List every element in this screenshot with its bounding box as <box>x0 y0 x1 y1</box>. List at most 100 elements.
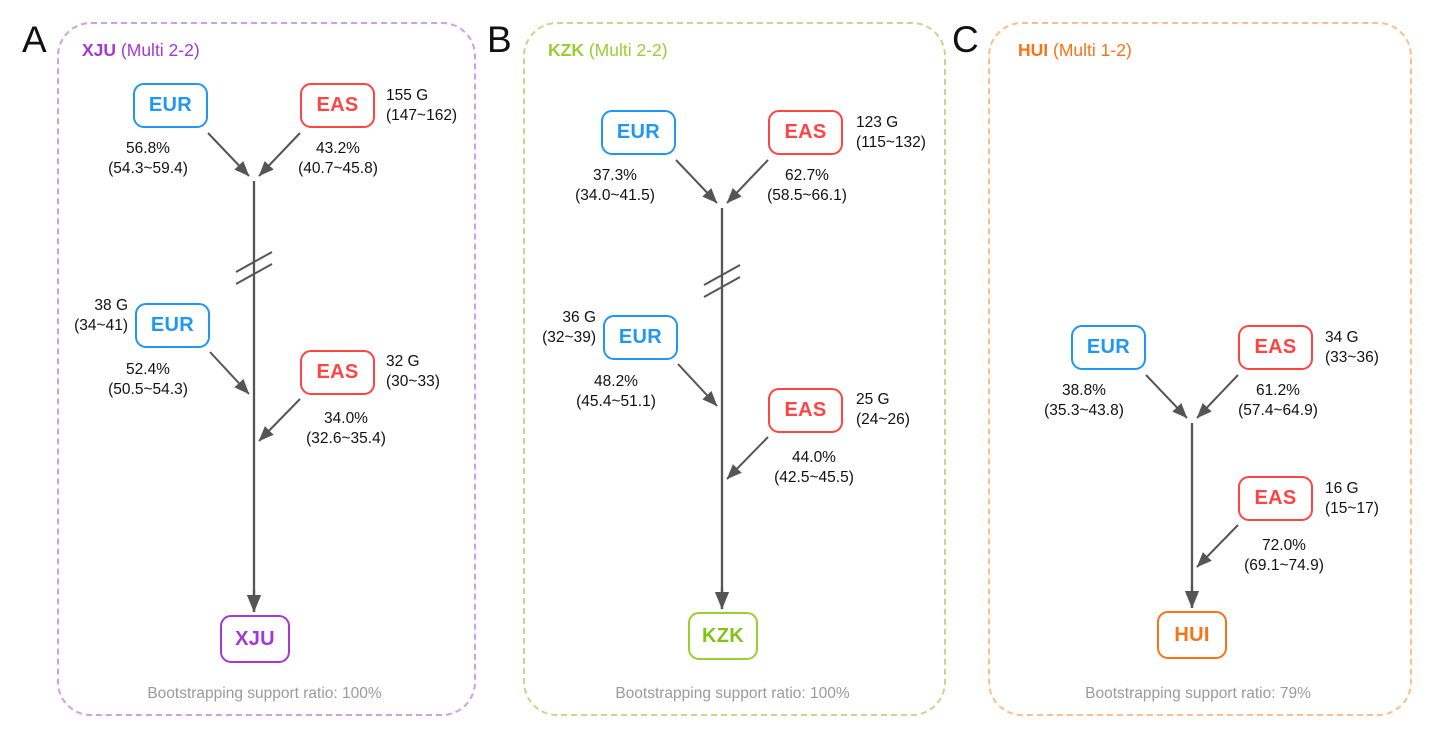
gen-value: 32 G <box>386 353 420 370</box>
gen-ci: (32~39) <box>542 328 596 346</box>
prop-value: 37.3% <box>593 167 637 184</box>
node-label: EAS <box>1254 336 1297 358</box>
panel-c-prop-eas-mid: 72.0% (69.1~74.9) <box>1222 536 1346 576</box>
node-label: EAS <box>316 361 359 383</box>
panel-c-node-eas-mid[interactable]: EAS <box>1238 476 1313 521</box>
panel-c-prop-eas-top: 61.2% (57.4~64.9) <box>1216 381 1340 421</box>
node-label: EUR <box>148 94 193 116</box>
panel-c-footer: Bootstrapping support ratio: 79% <box>1085 685 1311 702</box>
node-label: EAS <box>784 121 827 143</box>
panel-b-title: KZK (Multi 2-2) <box>548 40 668 61</box>
prop-ci: (40.7~45.8) <box>298 159 378 177</box>
gen-value: 34 G <box>1325 329 1359 346</box>
gen-value: 36 G <box>562 309 596 326</box>
panel-a-prop-eur-mid: 52.4% (50.5~54.3) <box>86 360 210 400</box>
panel-c-title: HUI (Multi 1-2) <box>1018 40 1132 61</box>
panel-b-gen-eas-mid: 25 G (24~26) <box>856 390 910 430</box>
panel-a-letter: A <box>22 19 47 60</box>
panel-b-node-eur-mid[interactable]: EUR <box>603 315 678 360</box>
panel-a-prop-eur-top: 56.8% (54.3~59.4) <box>88 139 208 179</box>
prop-ci: (42.5~45.5) <box>774 468 854 486</box>
panel-b <box>523 22 946 716</box>
panel-a-footer: Bootstrapping support ratio: 100% <box>147 685 382 702</box>
panel-a-prop-eas-mid: 34.0% (32.6~35.4) <box>284 409 408 449</box>
gen-ci: (34~41) <box>74 316 128 334</box>
panel-b-node-eas-top[interactable]: EAS <box>768 110 843 155</box>
gen-value: 38 G <box>94 297 128 314</box>
panel-b-model: (Multi 2-2) <box>588 40 668 60</box>
panel-a-gen-eas-mid: 32 G (30~33) <box>386 352 440 392</box>
panel-a-gen-eas-top: 155 G (147~162) <box>386 86 457 126</box>
panel-a-target-code: XJU <box>82 40 117 60</box>
prop-ci: (57.4~64.9) <box>1238 401 1318 419</box>
panel-b-node-target-kzk[interactable]: KZK <box>688 612 758 660</box>
panel-a-gen-eur-mid: 38 G (34~41) <box>0 296 128 336</box>
panel-b-prop-eur-mid: 48.2% (45.4~51.1) <box>554 372 678 412</box>
node-label: EUR <box>618 326 663 348</box>
gen-value: 123 G <box>856 114 899 131</box>
prop-value: 38.8% <box>1062 382 1106 399</box>
node-label: EAS <box>1254 487 1297 509</box>
panel-b-node-eur-top[interactable]: EUR <box>601 110 676 155</box>
panel-a <box>57 22 476 716</box>
prop-ci: (69.1~74.9) <box>1244 556 1324 574</box>
gen-value: 155 G <box>386 87 429 104</box>
panel-a-node-eur-top[interactable]: EUR <box>133 83 208 128</box>
gen-value: 16 G <box>1325 480 1359 497</box>
panel-b-target-code: KZK <box>548 40 584 60</box>
panel-a-model: (Multi 2-2) <box>120 40 200 60</box>
prop-value: 61.2% <box>1256 382 1300 399</box>
node-label: XJU <box>235 627 275 650</box>
panel-a-node-target-xju[interactable]: XJU <box>220 615 290 663</box>
panel-b-footer: Bootstrapping support ratio: 100% <box>615 685 850 702</box>
panel-b-gen-eas-top: 123 G (115~132) <box>856 113 926 153</box>
panel-a-node-eas-top[interactable]: EAS <box>300 83 375 128</box>
panel-c <box>988 22 1412 716</box>
node-label: EAS <box>316 94 359 116</box>
node-label: EUR <box>1086 336 1131 358</box>
gen-ci: (24~26) <box>856 410 910 428</box>
prop-value: 34.0% <box>324 410 368 427</box>
prop-ci: (45.4~51.1) <box>576 392 656 410</box>
panel-a-node-eur-mid[interactable]: EUR <box>135 303 210 348</box>
prop-ci: (58.5~66.1) <box>767 186 847 204</box>
prop-value: 62.7% <box>785 167 829 184</box>
panel-c-node-eur-top[interactable]: EUR <box>1071 325 1146 370</box>
node-label: KZK <box>701 624 744 647</box>
panel-c-gen-eas-mid: 16 G (15~17) <box>1325 479 1379 519</box>
node-label: EAS <box>784 399 827 421</box>
panel-a-node-eas-mid[interactable]: EAS <box>300 350 375 395</box>
prop-value: 44.0% <box>792 449 836 466</box>
node-label: EUR <box>150 314 195 336</box>
panel-c-model: (Multi 1-2) <box>1053 40 1132 60</box>
prop-ci: (54.3~59.4) <box>108 159 188 177</box>
prop-ci: (35.3~43.8) <box>1044 401 1124 419</box>
panel-b-prop-eur-top: 37.3% (34.0~41.5) <box>554 166 676 206</box>
prop-value: 52.4% <box>126 361 170 378</box>
panel-b-prop-eas-mid: 44.0% (42.5~45.5) <box>752 448 876 488</box>
gen-ci: (147~162) <box>386 106 458 124</box>
gen-ci: (115~132) <box>856 133 926 151</box>
panel-c-prop-eur-top: 38.8% (35.3~43.8) <box>1022 381 1146 421</box>
gen-value: 25 G <box>856 391 890 408</box>
panel-a-title: XJU (Multi 2-2) <box>82 40 200 61</box>
gen-ci: (30~33) <box>386 372 440 390</box>
gen-ci: (33~36) <box>1325 348 1379 366</box>
panel-b-gen-eur-mid: 36 G (32~39) <box>468 308 596 348</box>
panel-c-letter: C <box>952 19 979 60</box>
prop-ci: (34.0~41.5) <box>575 186 655 204</box>
node-label: EUR <box>616 121 661 143</box>
panel-a-prop-eas-top: 43.2% (40.7~45.8) <box>278 139 398 179</box>
node-label: HUI <box>1174 623 1210 646</box>
panel-b-node-eas-mid[interactable]: EAS <box>768 388 843 433</box>
prop-ci: (32.6~35.4) <box>306 429 386 447</box>
panel-b-prop-eas-top: 62.7% (58.5~66.1) <box>746 166 868 206</box>
panel-c-node-target-hui[interactable]: HUI <box>1157 611 1227 659</box>
prop-value: 56.8% <box>126 140 170 157</box>
prop-value: 48.2% <box>594 373 638 390</box>
prop-value: 43.2% <box>316 140 360 157</box>
panel-c-target-code: HUI <box>1018 40 1049 60</box>
prop-ci: (50.5~54.3) <box>108 380 188 398</box>
panel-c-node-eas-top[interactable]: EAS <box>1238 325 1313 370</box>
